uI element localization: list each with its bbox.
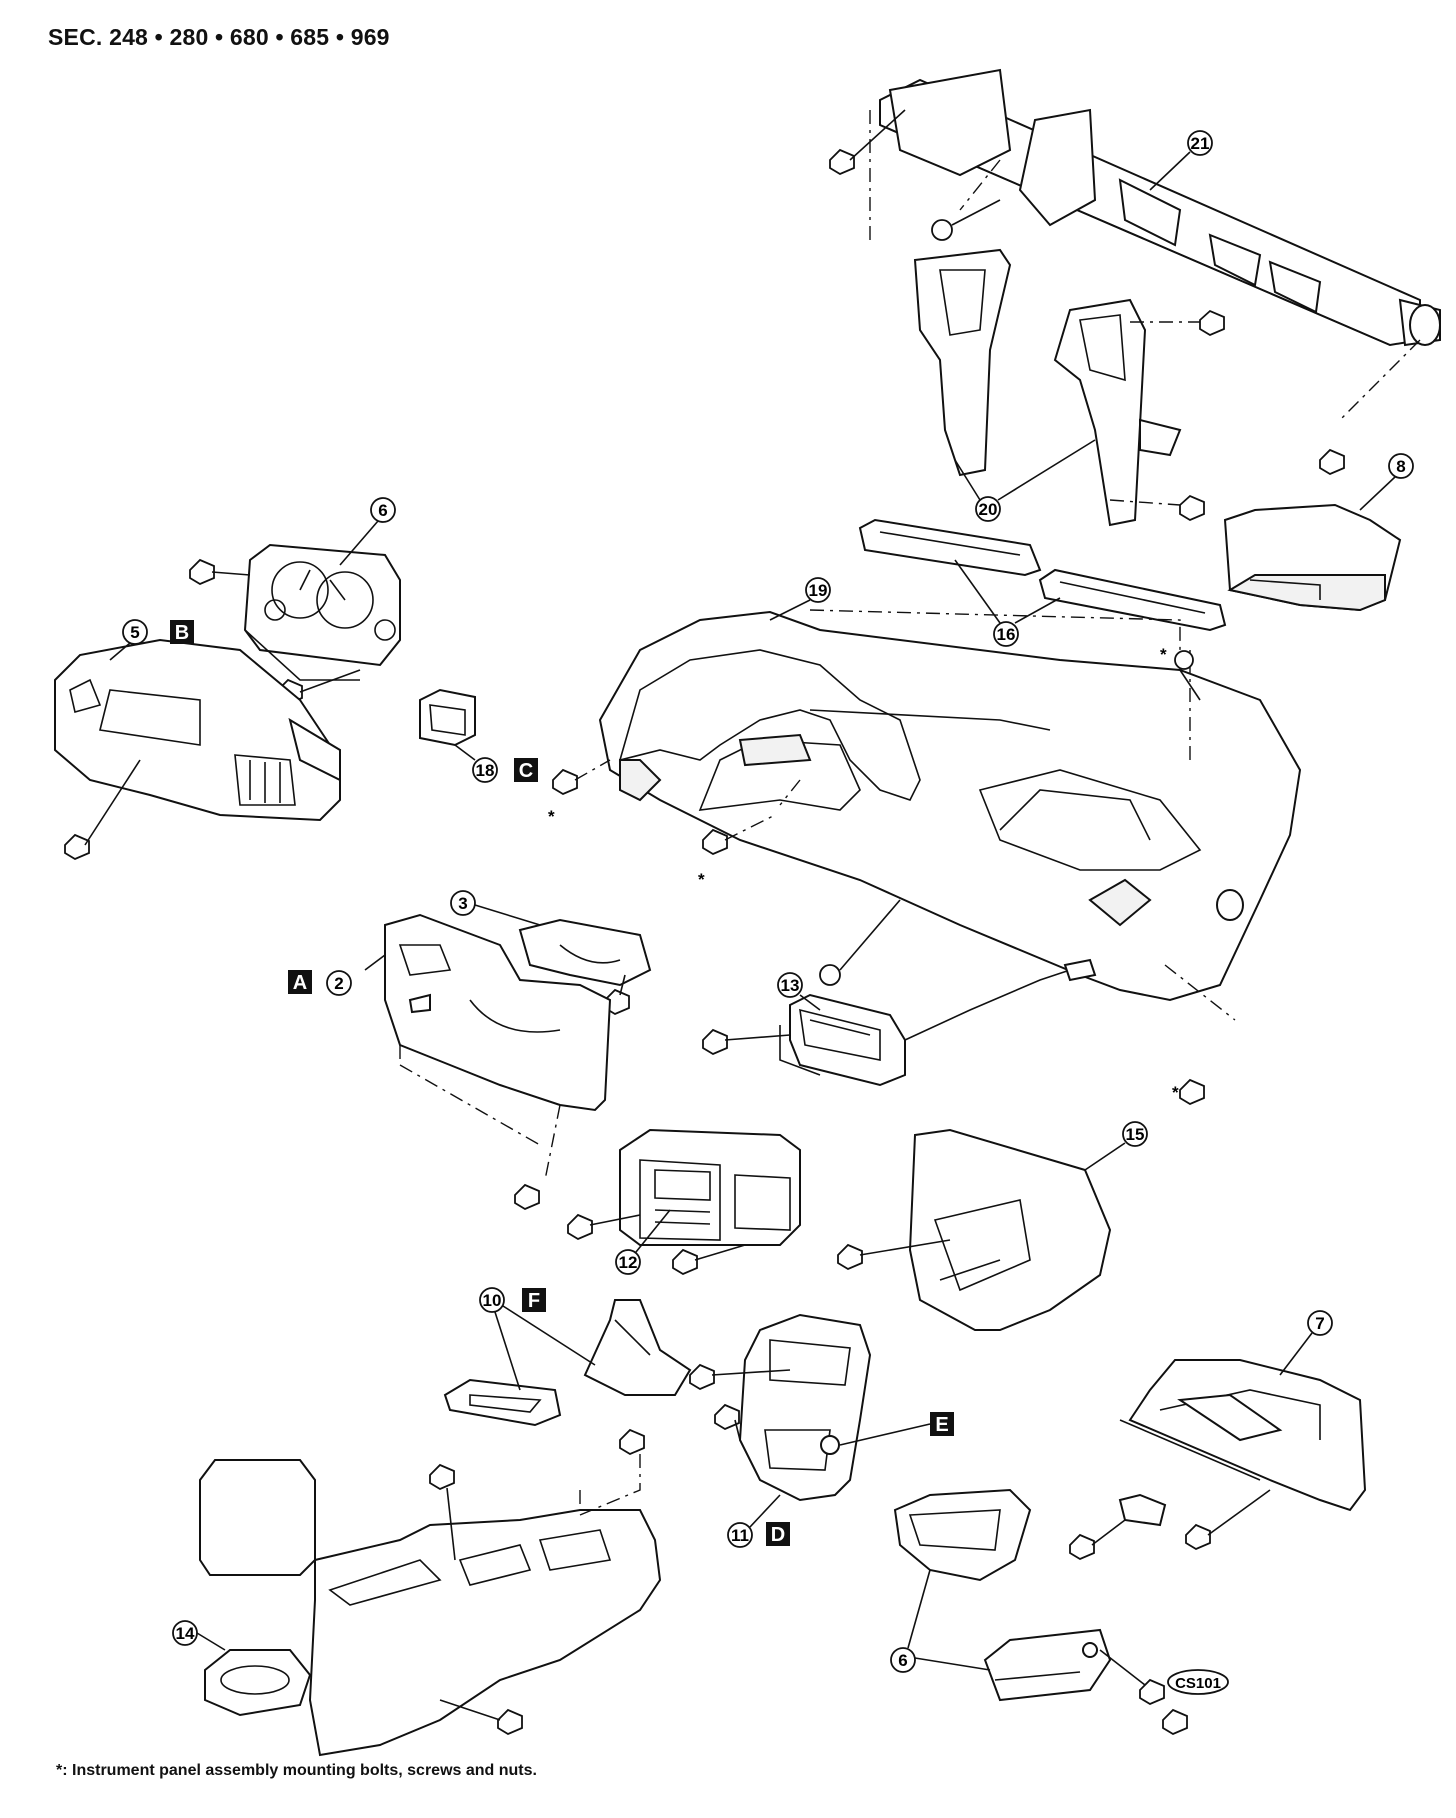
svg-text:11: 11 [731, 1526, 749, 1545]
callout-6-bottom: 6 [890, 1569, 991, 1673]
svg-text:D: D [771, 1524, 785, 1546]
svg-text:16: 16 [997, 625, 1016, 644]
part-20-side-brackets [913, 248, 1225, 527]
svg-text:14: 14 [176, 1624, 195, 1643]
callout-19: 19 [769, 577, 831, 621]
svg-text:C: C [519, 760, 533, 782]
svg-text:7: 7 [1315, 1314, 1324, 1333]
part-2-lower-cover [364, 913, 612, 1211]
part-16-strips [858, 518, 1227, 632]
svg-text:CS101: CS101 [1175, 1675, 1221, 1692]
footnote: *: Instrument panel assembly mounting bo… [56, 1762, 537, 1779]
svg-text:19: 19 [809, 581, 828, 600]
section-header: SEC. 248 • 280 • 680 • 685 • 969 [48, 24, 390, 50]
svg-text:13: 13 [781, 976, 800, 995]
callout-13: 13 [777, 972, 821, 1011]
svg-text:8: 8 [1396, 457, 1405, 476]
svg-text:10: 10 [483, 1291, 502, 1310]
part-13-heater-control [702, 958, 1097, 1087]
callout-5: 5 [109, 619, 148, 661]
asterisk-marker: * [1160, 645, 1167, 664]
part-5-cluster-lid [54, 638, 341, 861]
asterisk-marker: * [1172, 1083, 1179, 1102]
svg-text:15: 15 [1126, 1125, 1145, 1144]
svg-text:3: 3 [458, 894, 467, 913]
asterisk-marker: * [698, 870, 705, 889]
part-15-finisher [837, 1128, 1112, 1331]
part-14-console-box [199, 1428, 662, 1757]
callout-21: 21 [1149, 130, 1213, 191]
part-7-glove-box [1069, 1359, 1367, 1561]
part-19-instrument-panel [598, 609, 1302, 1021]
connector-label-b: B [170, 620, 194, 644]
svg-text:5: 5 [130, 623, 139, 642]
callout-7: 7 [1279, 1310, 1333, 1376]
svg-text:6: 6 [898, 1651, 907, 1670]
svg-text:F: F [528, 1290, 540, 1312]
callout-15: 15 [1084, 1121, 1148, 1171]
connector-label-e: E [839, 1412, 954, 1446]
connector-label-a: A [288, 970, 312, 994]
part-19-fasteners: * * * * [548, 645, 1205, 1106]
svg-text:18: 18 [476, 761, 495, 780]
callout-20: 20 [954, 439, 1096, 522]
callout-3: 3 [450, 890, 541, 926]
part-6-kick-plates [893, 1488, 1188, 1736]
part-11-console-finisher [689, 1313, 872, 1502]
svg-text:E: E [935, 1414, 948, 1436]
part-21-fasteners [829, 109, 1345, 476]
callout-11: 11 [727, 1494, 781, 1548]
part-10-shift-boot [443, 1299, 692, 1427]
callout-14: 14 [172, 1620, 226, 1651]
callout-12: 12 [615, 1209, 671, 1275]
svg-text:20: 20 [979, 500, 998, 519]
svg-text:21: 21 [1191, 134, 1210, 153]
callout-10: 10 [479, 1287, 596, 1391]
connector-label-d: D [766, 1522, 790, 1546]
callout-16: 16 [954, 559, 1061, 647]
asterisk-marker: * [548, 807, 555, 826]
reference-code-badge: CS101 [1167, 1669, 1229, 1695]
part-12-audio-unit [567, 1128, 801, 1276]
part-8-box [1223, 503, 1402, 612]
callout-18: 18 [472, 757, 498, 783]
connector-label-c: C [514, 758, 538, 782]
svg-text:2: 2 [334, 974, 343, 993]
callout-2: 2 [326, 970, 352, 996]
part-18-switch [419, 688, 476, 761]
connector-label-f: F [522, 1288, 546, 1312]
part-21-steering-member [869, 68, 1441, 421]
callout-6-top: 6 [339, 497, 396, 566]
svg-text:A: A [293, 972, 307, 994]
svg-text:6: 6 [378, 501, 387, 520]
part-3-lower-cover [518, 918, 652, 1016]
callout-8: 8 [1359, 453, 1414, 511]
svg-text:B: B [175, 622, 189, 644]
svg-text:12: 12 [619, 1253, 638, 1272]
